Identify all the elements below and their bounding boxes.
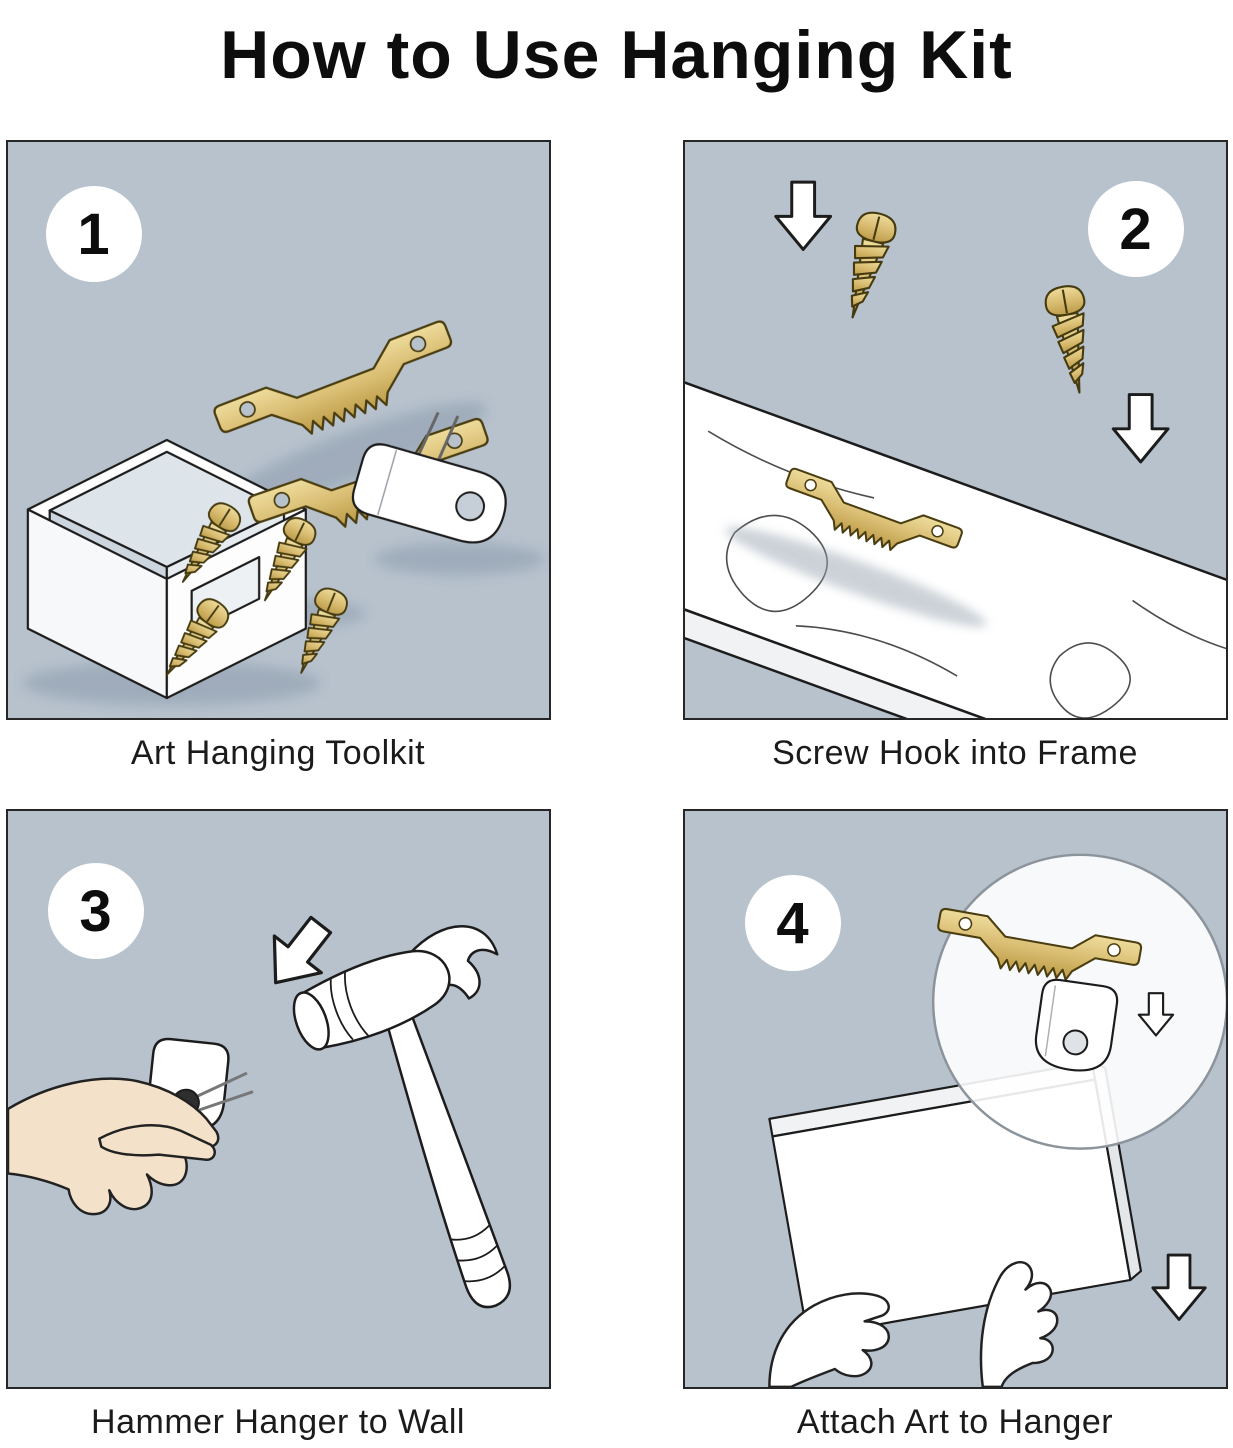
step-caption: Attach Art to Hanger — [796, 1403, 1114, 1441]
step-number-badge: 4 — [744, 875, 841, 971]
step-caption: Art Hanging Toolkit — [130, 734, 426, 772]
poster: How to Use Hanging Kit — [0, 16, 1233, 1442]
wood-grain — [707, 430, 1226, 718]
down-arrow-icon — [1150, 1253, 1207, 1321]
step-2-drawing — [684, 180, 1226, 718]
down-arrow-icon — [1137, 992, 1174, 1037]
step-3-illustration: 3 — [5, 809, 551, 1389]
hand-holding-hanger — [7, 1077, 219, 1216]
screw-icon — [263, 517, 316, 602]
step-1-illustration: 1 — [5, 140, 551, 720]
sawtooth-hanger-icon — [784, 467, 963, 551]
step-3-drawing — [7, 915, 511, 1309]
step-number: 2 — [1119, 196, 1152, 262]
screw-icon — [299, 587, 348, 674]
step-panel-2: 2 Screw Hook into Frame — [682, 140, 1228, 773]
screw-icon — [850, 211, 896, 319]
step-1-drawing — [22, 320, 544, 705]
down-arrow-icon — [773, 180, 832, 251]
step-panel-4: 4 Attach Art to Hanger — [682, 809, 1228, 1442]
down-arrow-icon — [1111, 393, 1170, 464]
hammer-icon — [292, 924, 511, 1309]
screw-icon — [165, 598, 229, 676]
hanger-shadow — [724, 527, 987, 627]
wall-hook-icon — [1034, 978, 1118, 1072]
page-title: How to Use Hanging Kit — [220, 17, 1013, 93]
step-4-illustration: 4 — [682, 809, 1228, 1389]
step-caption: Hammer Hanger to Wall — [91, 1403, 465, 1441]
frame-board — [684, 368, 1226, 718]
step-4-drawing — [767, 853, 1226, 1387]
step-number-badge: 2 — [1087, 181, 1184, 277]
step-caption: Screw Hook into Frame — [772, 734, 1138, 772]
down-arrow-icon — [272, 915, 332, 985]
step-number: 1 — [77, 201, 110, 267]
wall-hook-icon — [351, 411, 507, 544]
screw-icon — [181, 502, 241, 583]
step-number-badge: 1 — [45, 186, 142, 282]
step-panel-3: 3 Hammer Hanger to Wall — [5, 809, 551, 1442]
left-hand — [767, 1292, 890, 1387]
step-panel-1: 1 Art Hanging Toolkit — [5, 140, 551, 773]
step-number: 4 — [776, 890, 809, 956]
steps-grid: 1 Art Hanging Toolkit — [5, 140, 1228, 1442]
sawtooth-hanger-icon — [936, 907, 1142, 981]
sawtooth-hanger-icon — [212, 320, 452, 435]
step-number: 3 — [79, 878, 112, 944]
step-2-illustration: 2 — [682, 140, 1228, 720]
screw-icon — [1044, 285, 1085, 394]
right-hand — [979, 1261, 1058, 1387]
step-number-badge: 3 — [47, 863, 144, 959]
